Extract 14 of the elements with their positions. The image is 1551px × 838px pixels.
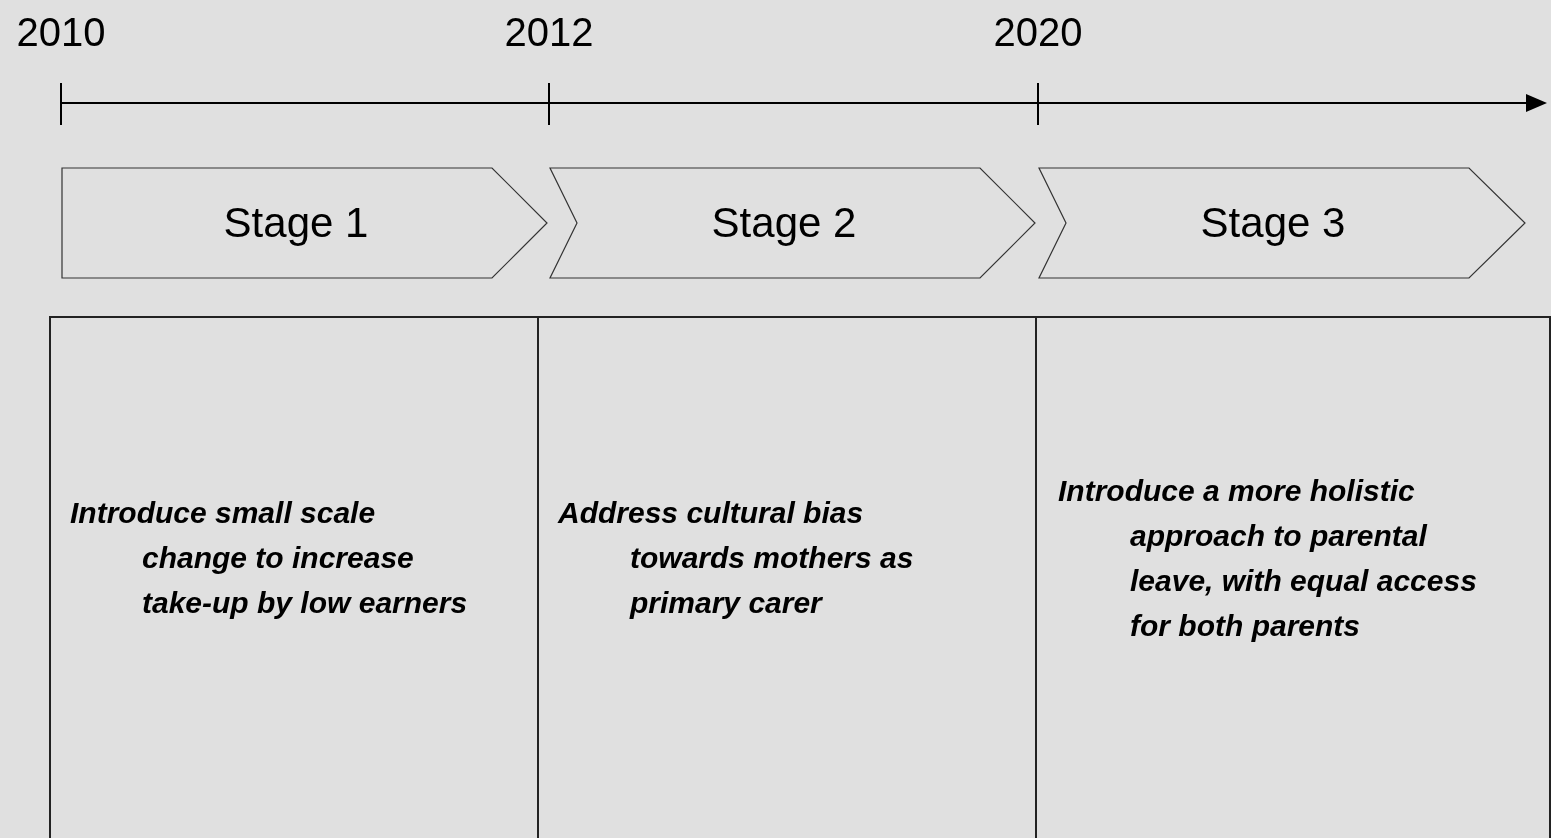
year-label: 2020: [993, 10, 1083, 55]
description-text: Address cultural bias towards mothers as primary carer: [558, 495, 915, 621]
stage-label: Stage 2: [711, 199, 857, 247]
stage-label: Stage 3: [1200, 199, 1346, 247]
stage-banner: [549, 167, 1037, 279]
stage-label: Stage 1: [223, 199, 369, 247]
text-panel: [1035, 316, 1551, 838]
text-panel: [49, 316, 539, 838]
description-text: Introduce a more holistic approach to parental leave, with equal access for both parents: [1058, 473, 1478, 644]
description-text: Introduce small scale change to increase take-up by low earners: [70, 495, 469, 621]
year-label: 2012: [504, 10, 594, 55]
stage-banner: [1038, 167, 1526, 279]
stage-banner: [61, 167, 549, 279]
year-label: 2010: [16, 10, 106, 55]
